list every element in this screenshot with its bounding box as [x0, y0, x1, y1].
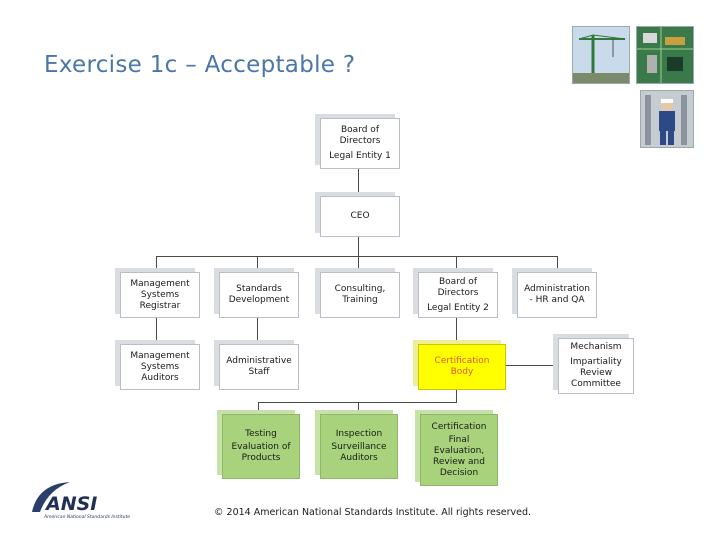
board-of-directors-2: Board of Directors Legal Entity 2	[418, 272, 498, 318]
box-text: Committee	[571, 379, 621, 389]
box-text: Systems	[140, 361, 180, 372]
box-text: Administrative	[226, 356, 292, 366]
administration-hr-qa: Administration - HR and QA	[517, 272, 597, 318]
connector-registrar	[156, 256, 157, 270]
connector-admin-hr	[557, 256, 558, 270]
connector-bus	[156, 256, 558, 257]
box-text: Evaluation of	[231, 442, 291, 452]
crane-photo	[572, 26, 630, 84]
connector-inspection	[358, 402, 359, 414]
box-text: Decision	[439, 467, 479, 478]
box-text: Impartiality	[570, 357, 622, 367]
connector-standards	[257, 256, 258, 270]
box-text: Systems	[140, 289, 180, 300]
box-text: Final	[448, 434, 470, 445]
ceo-box: CEO	[320, 196, 400, 237]
box-text: Consulting,	[334, 284, 386, 294]
management-systems-auditors: Management Systems Auditors	[120, 344, 200, 390]
box-text: Standards	[236, 284, 282, 294]
ansi-logo: ANSI American National Standards Institu…	[28, 480, 148, 522]
connector-ceo-bus	[358, 237, 359, 256]
box-text: Review	[579, 368, 613, 378]
box-text: Training	[342, 295, 378, 305]
administrative-staff: Administrative Staff	[219, 344, 299, 390]
copyright-footer: © 2014 American National Standards Insti…	[214, 507, 532, 518]
box-text: Review and	[433, 456, 485, 467]
connector-lower-bus	[258, 402, 457, 403]
engineer-photo	[640, 90, 694, 148]
page-title: Exercise 1c – Acceptable ?	[44, 52, 356, 78]
box-text: Legal Entity 2	[427, 302, 489, 313]
box-text: Development	[228, 295, 290, 305]
box-text: Board of	[341, 125, 379, 135]
connector-testing	[258, 402, 259, 414]
box-text: Inspection	[335, 429, 383, 439]
connector-cert-down	[456, 390, 457, 402]
connector-consulting	[358, 256, 359, 270]
svg-text:American National Standards In: American National Standards Institute	[43, 514, 130, 520]
box-text: Evaluation,	[433, 445, 485, 456]
box-text: Legal Entity 1	[329, 151, 391, 161]
box-text: Registrar	[139, 300, 181, 311]
certification-final-decision: Certification Final Evaluation, Review a…	[420, 414, 498, 486]
connector-board2-cert	[456, 318, 457, 340]
box-text: Products	[241, 453, 281, 463]
connector-registrar-auditors	[156, 318, 157, 340]
box-text: Certification	[434, 356, 490, 366]
certification-body: Certification Body	[418, 344, 506, 390]
box-text: Auditors	[141, 372, 179, 383]
board-of-directors-1: Board of Directors Legal Entity 1	[320, 118, 400, 169]
box-text: - HR and QA	[529, 295, 585, 305]
connector-board-ceo	[358, 169, 359, 194]
testing-evaluation: Testing Evaluation of Products	[222, 414, 300, 479]
box-text: Directors	[339, 136, 381, 146]
box-text: Board of	[439, 276, 477, 287]
inspection-surveillance: Inspection Surveillance Auditors	[320, 414, 398, 479]
box-text: Staff	[248, 367, 270, 377]
connector-cert-impartiality	[506, 365, 558, 366]
box-text: Testing	[245, 429, 277, 439]
box-text: CEO	[350, 211, 370, 221]
box-text: Management	[130, 278, 190, 289]
box-text: Management	[130, 350, 190, 361]
connector-standards-admin	[257, 318, 258, 340]
svg-text:ANSI: ANSI	[44, 493, 97, 515]
connector-board2	[456, 256, 457, 270]
management-systems-registrar: Management Systems Registrar	[120, 272, 200, 318]
box-text: Body	[450, 367, 474, 377]
box-text: Surveillance	[331, 442, 387, 452]
box-text: Administration	[524, 284, 590, 294]
box-text: Directors	[437, 287, 479, 298]
box-text: Mechanism	[570, 342, 622, 352]
impartiality-review-committee: Mechanism Impartiality Review Committee	[558, 338, 634, 394]
box-text: Auditors	[340, 453, 378, 463]
box-text: Certification	[431, 421, 487, 432]
consulting-training: Consulting, Training	[320, 272, 400, 318]
standards-development: Standards Development	[219, 272, 299, 318]
circuit-board-photo	[636, 26, 694, 84]
